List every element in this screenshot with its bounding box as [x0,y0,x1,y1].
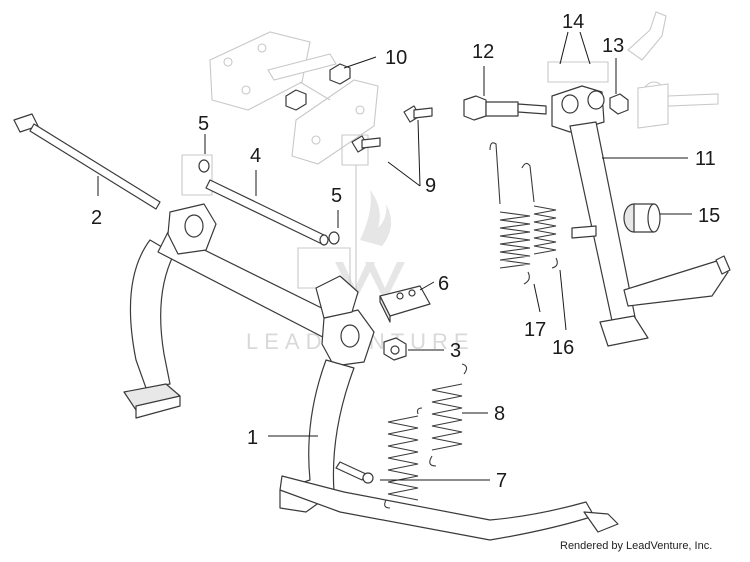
rubber-buffer [379,285,431,323]
washer-ring [198,159,210,173]
axle-bolt [13,113,161,210]
rubber-bushing [571,203,661,239]
callout-8: 8 [494,403,505,425]
callout-2: 2 [91,207,102,229]
callout-labels: 1 2 3 4 5 5 6 7 8 9 10 11 12 13 14 15 16… [91,11,720,492]
callout-4: 4 [250,145,261,167]
spring-17 [489,142,531,285]
watermark-logo [335,190,405,302]
side-stand-bolt [463,95,547,121]
callout-3: 3 [450,340,461,362]
callout-13: 13 [602,35,624,57]
callout-11: 11 [695,148,716,170]
callout-12: 12 [472,41,494,63]
render-credit: Rendered by LeadVenture, Inc. [560,540,713,552]
callout-9: 9 [425,175,436,197]
callout-16: 16 [552,337,574,359]
return-spring-8 [429,363,468,467]
spring-16 [521,162,558,269]
callout-15: 15 [698,205,720,227]
callout-1: 1 [247,427,258,449]
mounting-bracket [209,31,379,165]
center-stand [123,203,619,541]
callout-7: 7 [496,470,507,492]
side-stand-nut [609,93,629,115]
callout-10: 10 [385,47,407,69]
callout-17: 17 [524,319,546,341]
callout-5-right: 5 [331,185,342,207]
return-spring-7 [384,407,423,509]
leader-lines [97,31,692,481]
hex-nut [383,337,407,361]
bracket-bolts [285,63,433,153]
side-stand-switch [627,11,719,129]
side-stand [551,85,731,347]
pivot-pin [205,179,329,246]
callout-5-left: 5 [198,113,209,135]
washer-ring [328,231,340,245]
callout-6: 6 [438,273,449,295]
callout-14: 14 [562,11,584,33]
